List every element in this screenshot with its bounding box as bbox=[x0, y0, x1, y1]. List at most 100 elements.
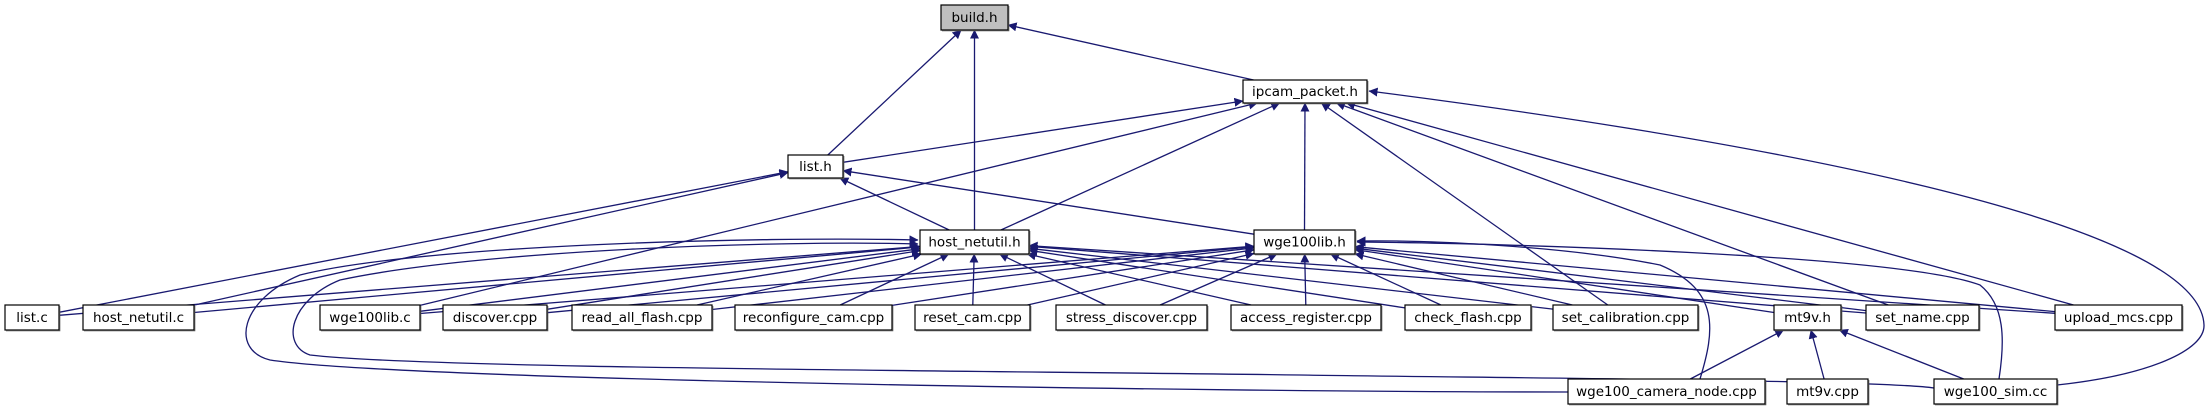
node-box bbox=[919, 229, 1030, 255]
node-label: list.c bbox=[16, 310, 48, 326]
node-box bbox=[1567, 378, 1766, 405]
node-discover-cpp[interactable]: discover.cpp bbox=[442, 304, 549, 332]
node-label: wge100lib.c bbox=[329, 310, 410, 326]
edge-wge100-sim-cc-to-host-netutil-h bbox=[292, 239, 1935, 389]
node-label: host_netutil.c bbox=[93, 310, 184, 326]
edge-wge100lib-h-to-ipcam-packet-h bbox=[1300, 102, 1310, 231]
node-shadow bbox=[1255, 231, 1357, 256]
edge-stress-discover-cpp-to-wge100lib-h bbox=[1159, 253, 1278, 306]
node-shadow bbox=[1867, 306, 1981, 332]
node-label: reset_cam.cpp bbox=[923, 310, 1022, 326]
edge-wge100lib-c-to-ipcam-packet-h bbox=[419, 100, 1258, 307]
node-label: read_all_flash.cpp bbox=[582, 310, 703, 326]
node-shadow bbox=[1057, 306, 1209, 332]
node-shadow bbox=[789, 156, 845, 180]
node-label: ipcam_packet.h bbox=[1252, 84, 1358, 100]
edge-wge100lib-h-to-list-h bbox=[842, 167, 1255, 235]
edge-set-name-cpp-to-wge100lib-h bbox=[1354, 244, 1867, 312]
node-wge100-sim-cc[interactable]: wge100_sim.cc bbox=[1933, 378, 2059, 406]
edge-check-flash-cpp-to-wge100lib-h bbox=[1330, 253, 1442, 306]
node-stress-discover-cpp[interactable]: stress_discover.cpp bbox=[1055, 304, 1209, 332]
edge-wge100-camera-node-cpp-to-host-netutil-h bbox=[245, 235, 1569, 393]
edge-upload-mcs-cpp-to-host-netutil-h bbox=[1028, 241, 2056, 314]
node-shadow bbox=[573, 306, 714, 332]
node-label: access_register.cpp bbox=[1240, 310, 1372, 326]
edge-wge100lib-c-to-wge100lib-h bbox=[419, 242, 1255, 315]
node-wge100lib-h[interactable]: wge100lib.h bbox=[1253, 229, 1357, 256]
node-label: mt9v.cpp bbox=[1796, 384, 1859, 400]
node-shadow bbox=[1406, 306, 1533, 332]
edge-wge100lib-c-to-host-netutil-h bbox=[419, 245, 921, 312]
node-label: wge100_camera_node.cpp bbox=[1576, 384, 1757, 400]
node-ipcam-packet-h[interactable]: ipcam_packet.h bbox=[1242, 79, 1369, 105]
edge-reconfigure-cam-cpp-to-wge100lib-h bbox=[891, 246, 1255, 307]
node-label: set_name.cpp bbox=[1875, 310, 1970, 326]
node-label: list.h bbox=[799, 159, 832, 175]
node-box bbox=[442, 304, 548, 331]
node-mt9v-h[interactable]: mt9v.h bbox=[1773, 304, 1843, 332]
node-label: upload_mcs.cpp bbox=[2064, 310, 2173, 326]
node-shadow bbox=[2056, 306, 2184, 332]
node-build-h[interactable]: build.h bbox=[940, 4, 1010, 32]
edge-read-all-flash-cpp-to-wge100lib-h bbox=[711, 244, 1255, 311]
edge-wge100-sim-cc-to-ipcam-packet-h bbox=[1368, 87, 2205, 386]
node-list-h[interactable]: list.h bbox=[787, 154, 845, 180]
node-upload-mcs-cpp[interactable]: upload_mcs.cpp bbox=[2054, 304, 2184, 332]
node-shadow bbox=[1244, 81, 1369, 105]
edge-wge100-sim-cc-to-mt9v-h bbox=[1838, 328, 1964, 380]
node-shadow bbox=[1775, 306, 1843, 332]
node-box bbox=[4, 304, 60, 331]
node-box bbox=[319, 304, 421, 331]
node-box bbox=[1242, 79, 1368, 104]
node-shadow bbox=[921, 231, 1031, 256]
edge-set-name-cpp-to-ipcam-packet-h bbox=[1335, 101, 1889, 306]
edge-reset-cam-cpp-to-wge100lib-h bbox=[1027, 251, 1255, 306]
edge-set-calibration-cpp-to-wge100lib-h bbox=[1354, 251, 1573, 306]
node-box bbox=[1865, 304, 1980, 331]
edge-set-calibration-cpp-to-host-netutil-h bbox=[1028, 244, 1554, 310]
edge-read-all-flash-cpp-to-host-netutil-h bbox=[696, 251, 923, 306]
node-shadow bbox=[444, 306, 549, 332]
node-shadow bbox=[1569, 380, 1767, 406]
node-host-netutil-h[interactable]: host_netutil.h bbox=[919, 229, 1031, 256]
node-set-calibration-cpp[interactable]: set_calibration.cpp bbox=[1552, 304, 1700, 332]
node-host-netutil-c[interactable]: host_netutil.c bbox=[82, 304, 196, 332]
node-label: stress_discover.cpp bbox=[1066, 310, 1197, 326]
node-wge100lib-c[interactable]: wge100lib.c bbox=[319, 304, 422, 332]
node-box bbox=[1055, 304, 1208, 331]
edge-mt9v-cpp-to-mt9v-h bbox=[1808, 329, 1825, 380]
node-set-name-cpp[interactable]: set_name.cpp bbox=[1865, 304, 1981, 332]
node-shadow bbox=[6, 306, 61, 332]
node-shadow bbox=[84, 306, 196, 332]
nodes-layer: build.h ipcam_packet.h list.h host_netutil.… bbox=[4, 4, 2184, 406]
edge-discover-cpp-to-host-netutil-h bbox=[546, 247, 921, 310]
node-shadow bbox=[1935, 380, 2059, 406]
node-read-all-flash-cpp[interactable]: read_all_flash.cpp bbox=[571, 304, 714, 332]
node-box bbox=[2054, 304, 2183, 331]
node-check-flash-cpp[interactable]: check_flash.cpp bbox=[1404, 304, 1533, 332]
node-reset-cam-cpp[interactable]: reset_cam.cpp bbox=[914, 304, 1032, 332]
edge-access-register-cpp-to-wge100lib-h bbox=[1300, 253, 1310, 306]
node-box bbox=[787, 154, 844, 179]
node-wge100-camera-node-cpp[interactable]: wge100_camera_node.cpp bbox=[1567, 378, 1767, 406]
edge-check-flash-cpp-to-host-netutil-h bbox=[1028, 247, 1406, 309]
node-shadow bbox=[321, 306, 422, 332]
node-shadow bbox=[916, 306, 1032, 332]
node-box bbox=[1230, 304, 1382, 331]
node-label: build.h bbox=[951, 10, 997, 26]
node-label: mt9v.h bbox=[1784, 310, 1831, 326]
node-mt9v-cpp[interactable]: mt9v.cpp bbox=[1786, 378, 1870, 406]
node-label: wge100lib.h bbox=[1263, 235, 1346, 251]
edge-wge100-camera-node-cpp-to-mt9v-h bbox=[1689, 329, 1785, 380]
node-box bbox=[82, 304, 195, 331]
edge-reconfigure-cam-cpp-to-host-netutil-h bbox=[839, 253, 950, 306]
node-label: check_flash.cpp bbox=[1414, 310, 1522, 326]
node-list-c[interactable]: list.c bbox=[4, 304, 61, 332]
node-shadow bbox=[1788, 380, 1870, 406]
edge-host-netutil-c-to-host-netutil-h bbox=[193, 243, 921, 314]
node-shadow bbox=[736, 306, 894, 332]
node-access-register-cpp[interactable]: access_register.cpp bbox=[1230, 304, 1383, 332]
edges-layer bbox=[58, 22, 2205, 393]
node-reconfigure-cam-cpp[interactable]: reconfigure_cam.cpp bbox=[734, 304, 894, 332]
